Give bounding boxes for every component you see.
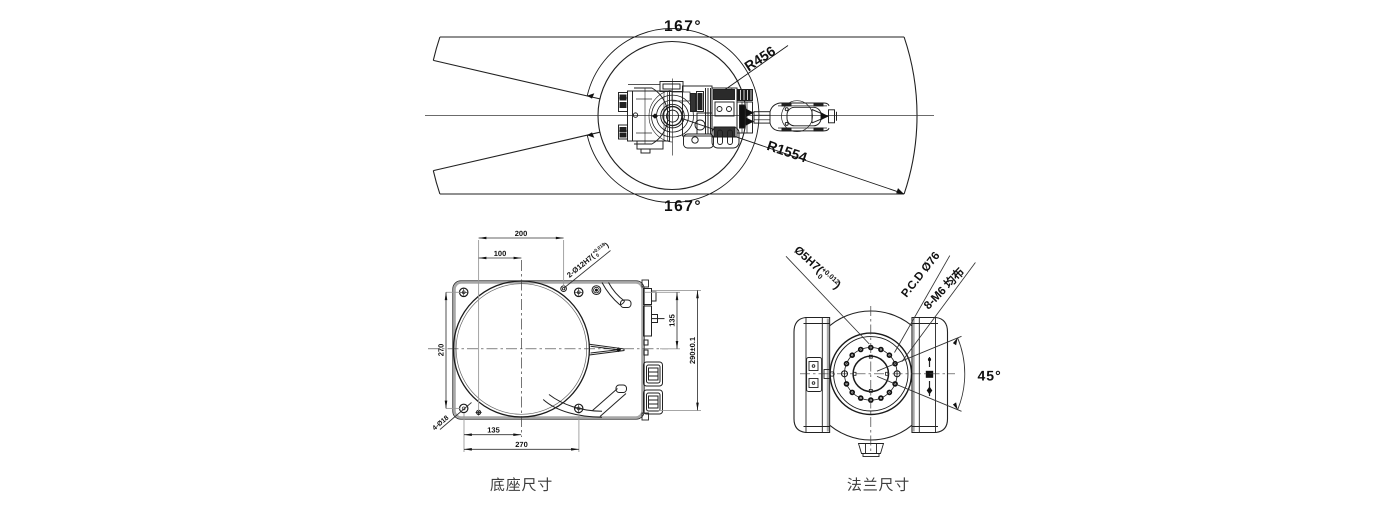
svg-text:0: 0 [816,273,824,281]
svg-text:R456: R456 [741,43,778,75]
svg-text:270: 270 [515,440,528,449]
svg-text:45°: 45° [978,368,1002,384]
svg-text:290±0.1: 290±0.1 [688,337,697,364]
svg-text:135: 135 [668,314,677,327]
svg-text:167°: 167° [664,18,702,35]
svg-text:): ) [603,240,611,249]
svg-text:200: 200 [515,229,528,238]
svg-text:167°: 167° [664,198,702,215]
svg-text:0: 0 [595,252,601,259]
svg-text:法兰尺寸: 法兰尺寸 [847,477,910,494]
svg-text:): ) [832,280,843,292]
svg-text:135: 135 [487,426,500,435]
svg-text:100: 100 [494,249,507,258]
svg-text:R1554: R1554 [765,137,809,165]
svg-text:底座尺寸: 底座尺寸 [490,477,553,494]
svg-text:270: 270 [437,344,446,357]
